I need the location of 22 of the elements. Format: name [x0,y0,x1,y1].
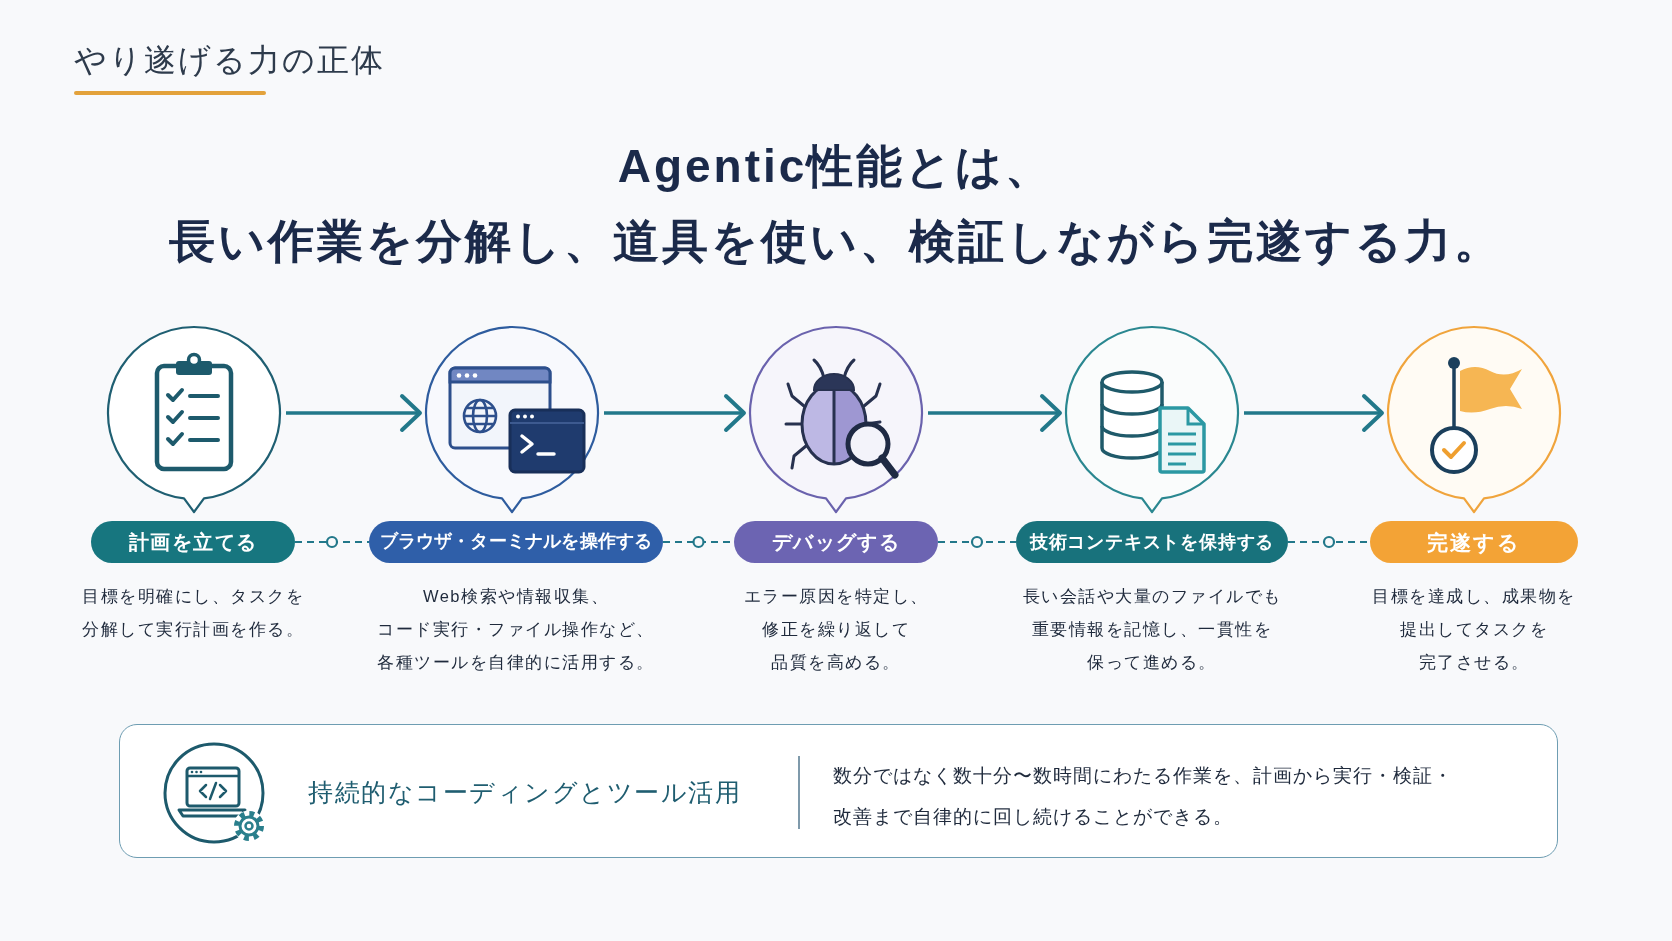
slide-title: やり遂げる力の正体 [74,41,385,80]
step-description: エラー原因を特定し、修正を繰り返して品質を高める。 [742,586,930,673]
step-description: 長い会話や大量のファイルでも重要情報を記憶し、一貫性を保って進める。 [1021,586,1283,673]
step-pill: デバッグする [734,521,938,563]
headline: 長い作業を分解し、道具を使い、検証しながら完遂する力。 [169,214,1503,269]
arrow [928,394,1062,432]
dashed-connector [294,541,370,543]
step-description: 目標を明確にし、タスクを分解して実行計画を作る。 [81,586,305,640]
step-pill: 技術コンテキストを保持する [1016,521,1288,563]
arrow [286,394,422,432]
arrow [604,394,746,432]
step-description: 目標を達成し、成果物を提出してタスクを完了させる。 [1371,586,1577,673]
headline: Agentic性能とは、 [617,139,1055,194]
panel-description: 数分ではなく数十分〜数時間にわたる作業を、計画から実行・検証・改善まで自律的に回し続けることができる。 [833,764,1454,829]
arrow [1244,394,1384,432]
step-pill: 完遂する [1370,521,1578,563]
step-pill: 計画を立てる [91,521,295,563]
step-description: Web検索や情報収集、コード実行・ファイル操作など、各種ツールを自律的に活用する。 [376,586,656,673]
step-pill: ブラウザ・ターミナルを操作する [369,521,663,563]
panel-heading: 持続的なコーディングとツール活用 [308,777,741,808]
dashed-connector [937,541,1017,543]
info-panel [119,724,1558,858]
